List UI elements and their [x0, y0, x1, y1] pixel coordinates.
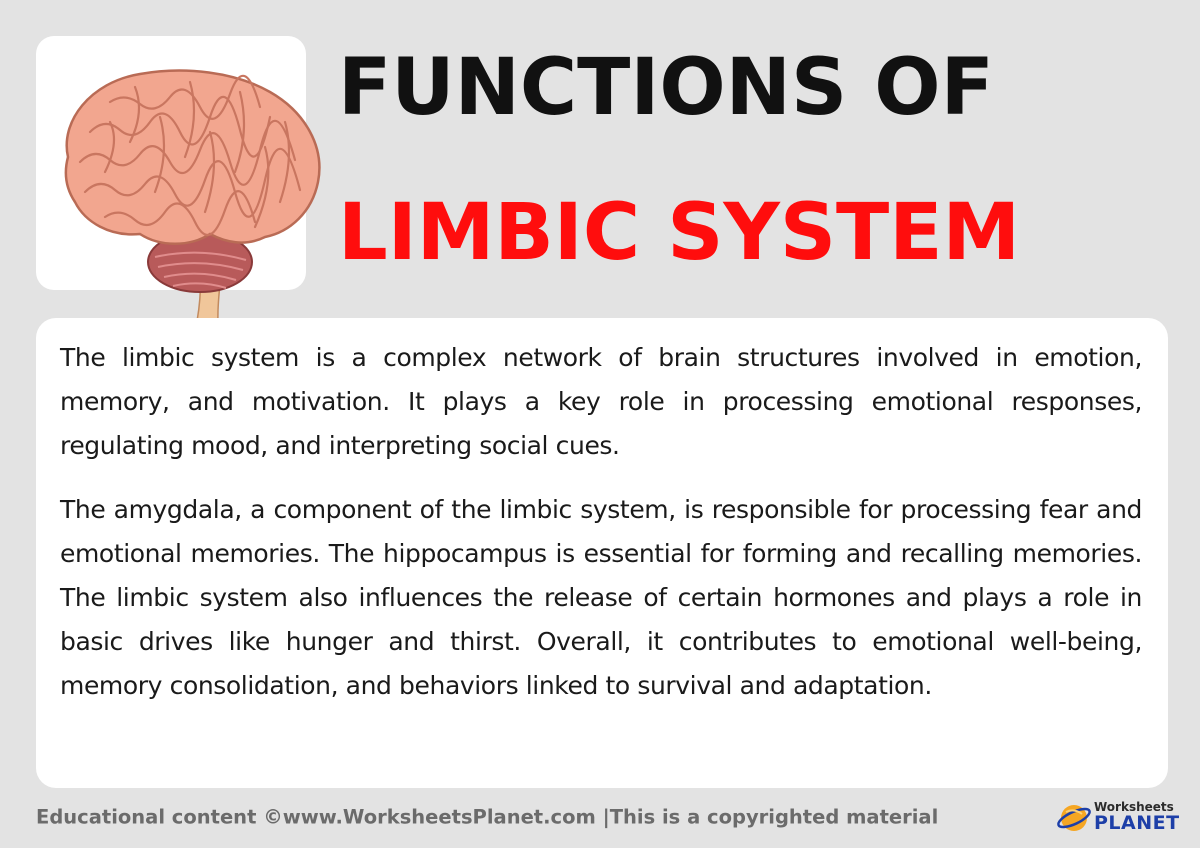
footer-prefix: Educational content: [36, 805, 257, 829]
content-card: The limbic system is a complex network o…: [36, 318, 1168, 788]
footer-site-link[interactable]: www.WorksheetsPlanet.com: [282, 805, 596, 829]
page-title-line-1: FUNCTIONS OF: [338, 43, 994, 133]
logo-text-top: Worksheets: [1094, 800, 1174, 814]
planet-icon: [1057, 805, 1091, 831]
page-title-line-2: LIMBIC SYSTEM: [338, 188, 1021, 278]
footer-notice: Educational content ©www.WorksheetsPlane…: [36, 802, 1036, 832]
footer-copyright-text: This is a copyrighted material: [609, 805, 939, 829]
copyright-icon: ©: [263, 805, 283, 829]
logo-text-bottom: PLANET: [1094, 812, 1180, 834]
paragraph-intro: The limbic system is a complex network o…: [60, 343, 1142, 460]
paragraph-details: The amygdala, a component of the limbic …: [60, 495, 1142, 700]
footer-separator: |: [602, 805, 610, 829]
illustration-card: [36, 36, 321, 353]
brain-icon: [64, 69, 321, 353]
worksheets-planet-logo[interactable]: Worksheets PLANET: [1056, 798, 1179, 838]
